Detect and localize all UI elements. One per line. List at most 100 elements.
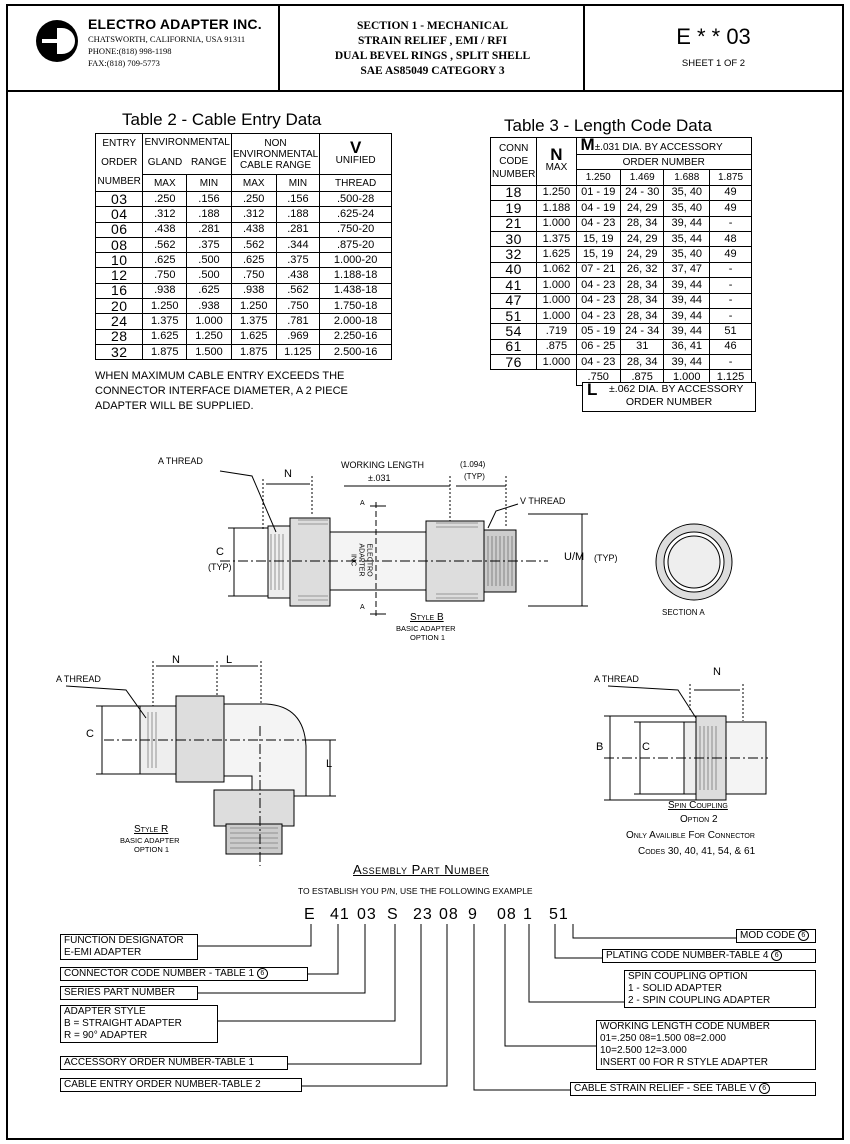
section-line: DUAL BEVEL RINGS , SPLIT SHELL (334, 50, 531, 62)
b-c-typ-label: (TYP) (208, 562, 232, 572)
drawing-sheet: ELECTRO ADAPTER INC. CHATSWORTH, CALIFOR… (6, 4, 844, 1140)
table2-cell: .875-20 (319, 236, 392, 254)
table3-cell: 28, 34 (619, 354, 665, 371)
part-number-segment: 1 (523, 906, 533, 923)
table3-conn-code: 19 (489, 200, 538, 217)
table3-cell: - (709, 354, 752, 371)
part-number-segment: 03 (357, 906, 377, 923)
table2-entry-code: 03 (94, 190, 144, 208)
part-number-title: Assembly Part Number (353, 862, 490, 877)
spin-a-thread-label: A THREAD (594, 674, 639, 684)
table2-cell: .281 (275, 221, 321, 238)
table3-l-footer: L±.062 DIA. BY ACCESSORY ORDER NUMBER (582, 381, 756, 412)
part-number-segment: 51 (549, 906, 569, 923)
table2-cell: 1.125 (275, 343, 321, 361)
part-number-segment: S (387, 906, 399, 923)
b-um-label: U/M (564, 551, 585, 563)
section-a-drawing (655, 523, 733, 601)
table3-conn-code: 21 (489, 215, 538, 232)
table3-conn-code: 47 (489, 292, 538, 309)
part-number-subtitle: TO ESTABLISH YOU P/N, USE THE FOLLOWING … (298, 886, 533, 896)
table2-cell: .750 (275, 298, 321, 315)
strain-relief-box: CABLE STRAIN RELIEF - SEE TABLE V 6 (570, 1082, 816, 1097)
table2-row: 03.250.156.250.156.500-28 (94, 190, 392, 208)
part-number-segment: 08 (439, 906, 459, 923)
table3-conn-code: 61 (489, 338, 538, 356)
section-line: SECTION 1 - MECHANICAL (356, 20, 509, 32)
spin-only-note: Only Availible For Connector (626, 830, 755, 841)
table2-cell: 1.625 (142, 328, 188, 345)
part-number-leaders (198, 924, 736, 1091)
b-style-title: Style B (410, 612, 444, 623)
table3-cell: 04 - 23 (575, 354, 621, 371)
table3-conn-code: 51 (489, 307, 538, 325)
b-v-thread-label: V THREAD (520, 496, 566, 506)
table3-cell: 1.625 (536, 246, 577, 263)
table3-cell: 39, 44 (663, 323, 711, 340)
company-address: CHATSWORTH, CALIFORNIA, USA 91311 (88, 34, 246, 44)
part-number-segment: 23 (413, 906, 433, 923)
r-n-label: N (172, 654, 180, 666)
table3-cell: 31 (619, 338, 665, 356)
section-line: STRAIN RELIEF , EMI / RFI (357, 35, 508, 47)
r-l-vertical-label: L (326, 758, 333, 770)
company-name: ELECTRO ADAPTER INC. (88, 16, 262, 32)
table2-cell: 2.250-16 (319, 328, 392, 345)
table3-title: Table 3 - Length Code Data (504, 116, 712, 135)
table3-cell: 04 - 23 (575, 277, 621, 294)
table2-cell: 1.000-20 (319, 252, 392, 269)
table2-cell: .312 (142, 206, 188, 223)
accessory-order-box: ACCESSORY ORDER NUMBER-TABLE 1 (60, 1056, 288, 1070)
table3-cell: 39, 44 (663, 292, 711, 309)
part-number-segment: 41 (330, 906, 350, 923)
table2-entry-code: 06 (94, 221, 144, 238)
table2-cell: .344 (275, 236, 321, 254)
sheet-number: SHEET 1 OF 2 (681, 58, 746, 69)
table2-cell: .938 (142, 282, 188, 300)
table2-cell: .250 (230, 190, 277, 208)
table3-cell: 28, 34 (619, 292, 665, 309)
table3-cell: 28, 34 (619, 277, 665, 294)
table3-cell: 51 (709, 323, 752, 340)
table3-cell: - (709, 261, 752, 279)
table3-cell: 24 - 30 (619, 184, 665, 202)
table3-cell: 1.000 (536, 292, 577, 309)
table3-cell: 15, 19 (575, 230, 621, 248)
table3-cell: 49 (709, 246, 752, 263)
table2-title: Table 2 - Cable Entry Data (122, 110, 322, 129)
table2-cell: 1.250 (230, 298, 277, 315)
cable-entry-box: CABLE ENTRY ORDER NUMBER-TABLE 2 (60, 1078, 302, 1092)
series-part-box: SERIES PART NUMBER (60, 986, 198, 1000)
title-block: ELECTRO ADAPTER INC. CHATSWORTH, CALIFOR… (8, 6, 842, 92)
b-typ-label: (TYP) (464, 472, 485, 481)
table2-range-header: RANGE (186, 150, 232, 176)
table2-cell: 1.875 (230, 343, 277, 361)
style-b-adapter-drawing (219, 470, 588, 618)
table3-conn-code: 40 (489, 261, 538, 279)
style-r-adapter-drawing (65, 661, 336, 866)
b-tolerance-label: ±.031 (368, 473, 391, 483)
b-c-label: C (216, 546, 224, 558)
table3-conn-code: 32 (489, 246, 538, 263)
table3-cell: 1.000 (536, 307, 577, 325)
table2-cell: .188 (186, 206, 232, 223)
table3-cell: 04 - 23 (575, 292, 621, 309)
b-a-thread-label: A THREAD (158, 456, 203, 466)
spin-b-label: B (596, 741, 604, 753)
table2-cell: 1.375 (230, 313, 277, 330)
b-working-length-label: WORKING LENGTH (341, 460, 425, 470)
